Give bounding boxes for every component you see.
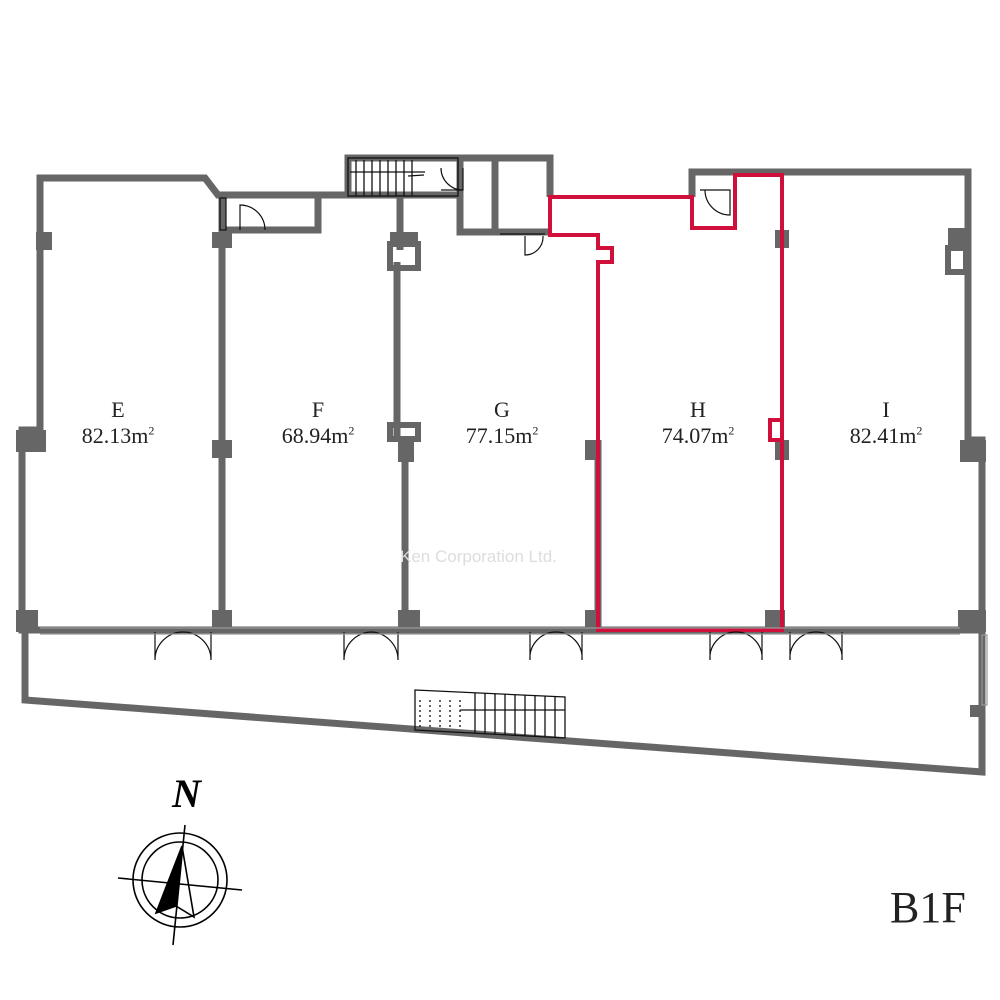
watermark: Ken Corporation Ltd.: [400, 547, 557, 566]
walls: [18, 154, 986, 776]
floor-label: B1F: [890, 883, 966, 932]
unit-h-highlight: [548, 173, 784, 632]
compass-icon: [117, 824, 243, 946]
stairs: [347, 157, 566, 739]
north-label: N: [172, 771, 201, 816]
doors: [40, 167, 988, 706]
columns: [16, 228, 986, 717]
